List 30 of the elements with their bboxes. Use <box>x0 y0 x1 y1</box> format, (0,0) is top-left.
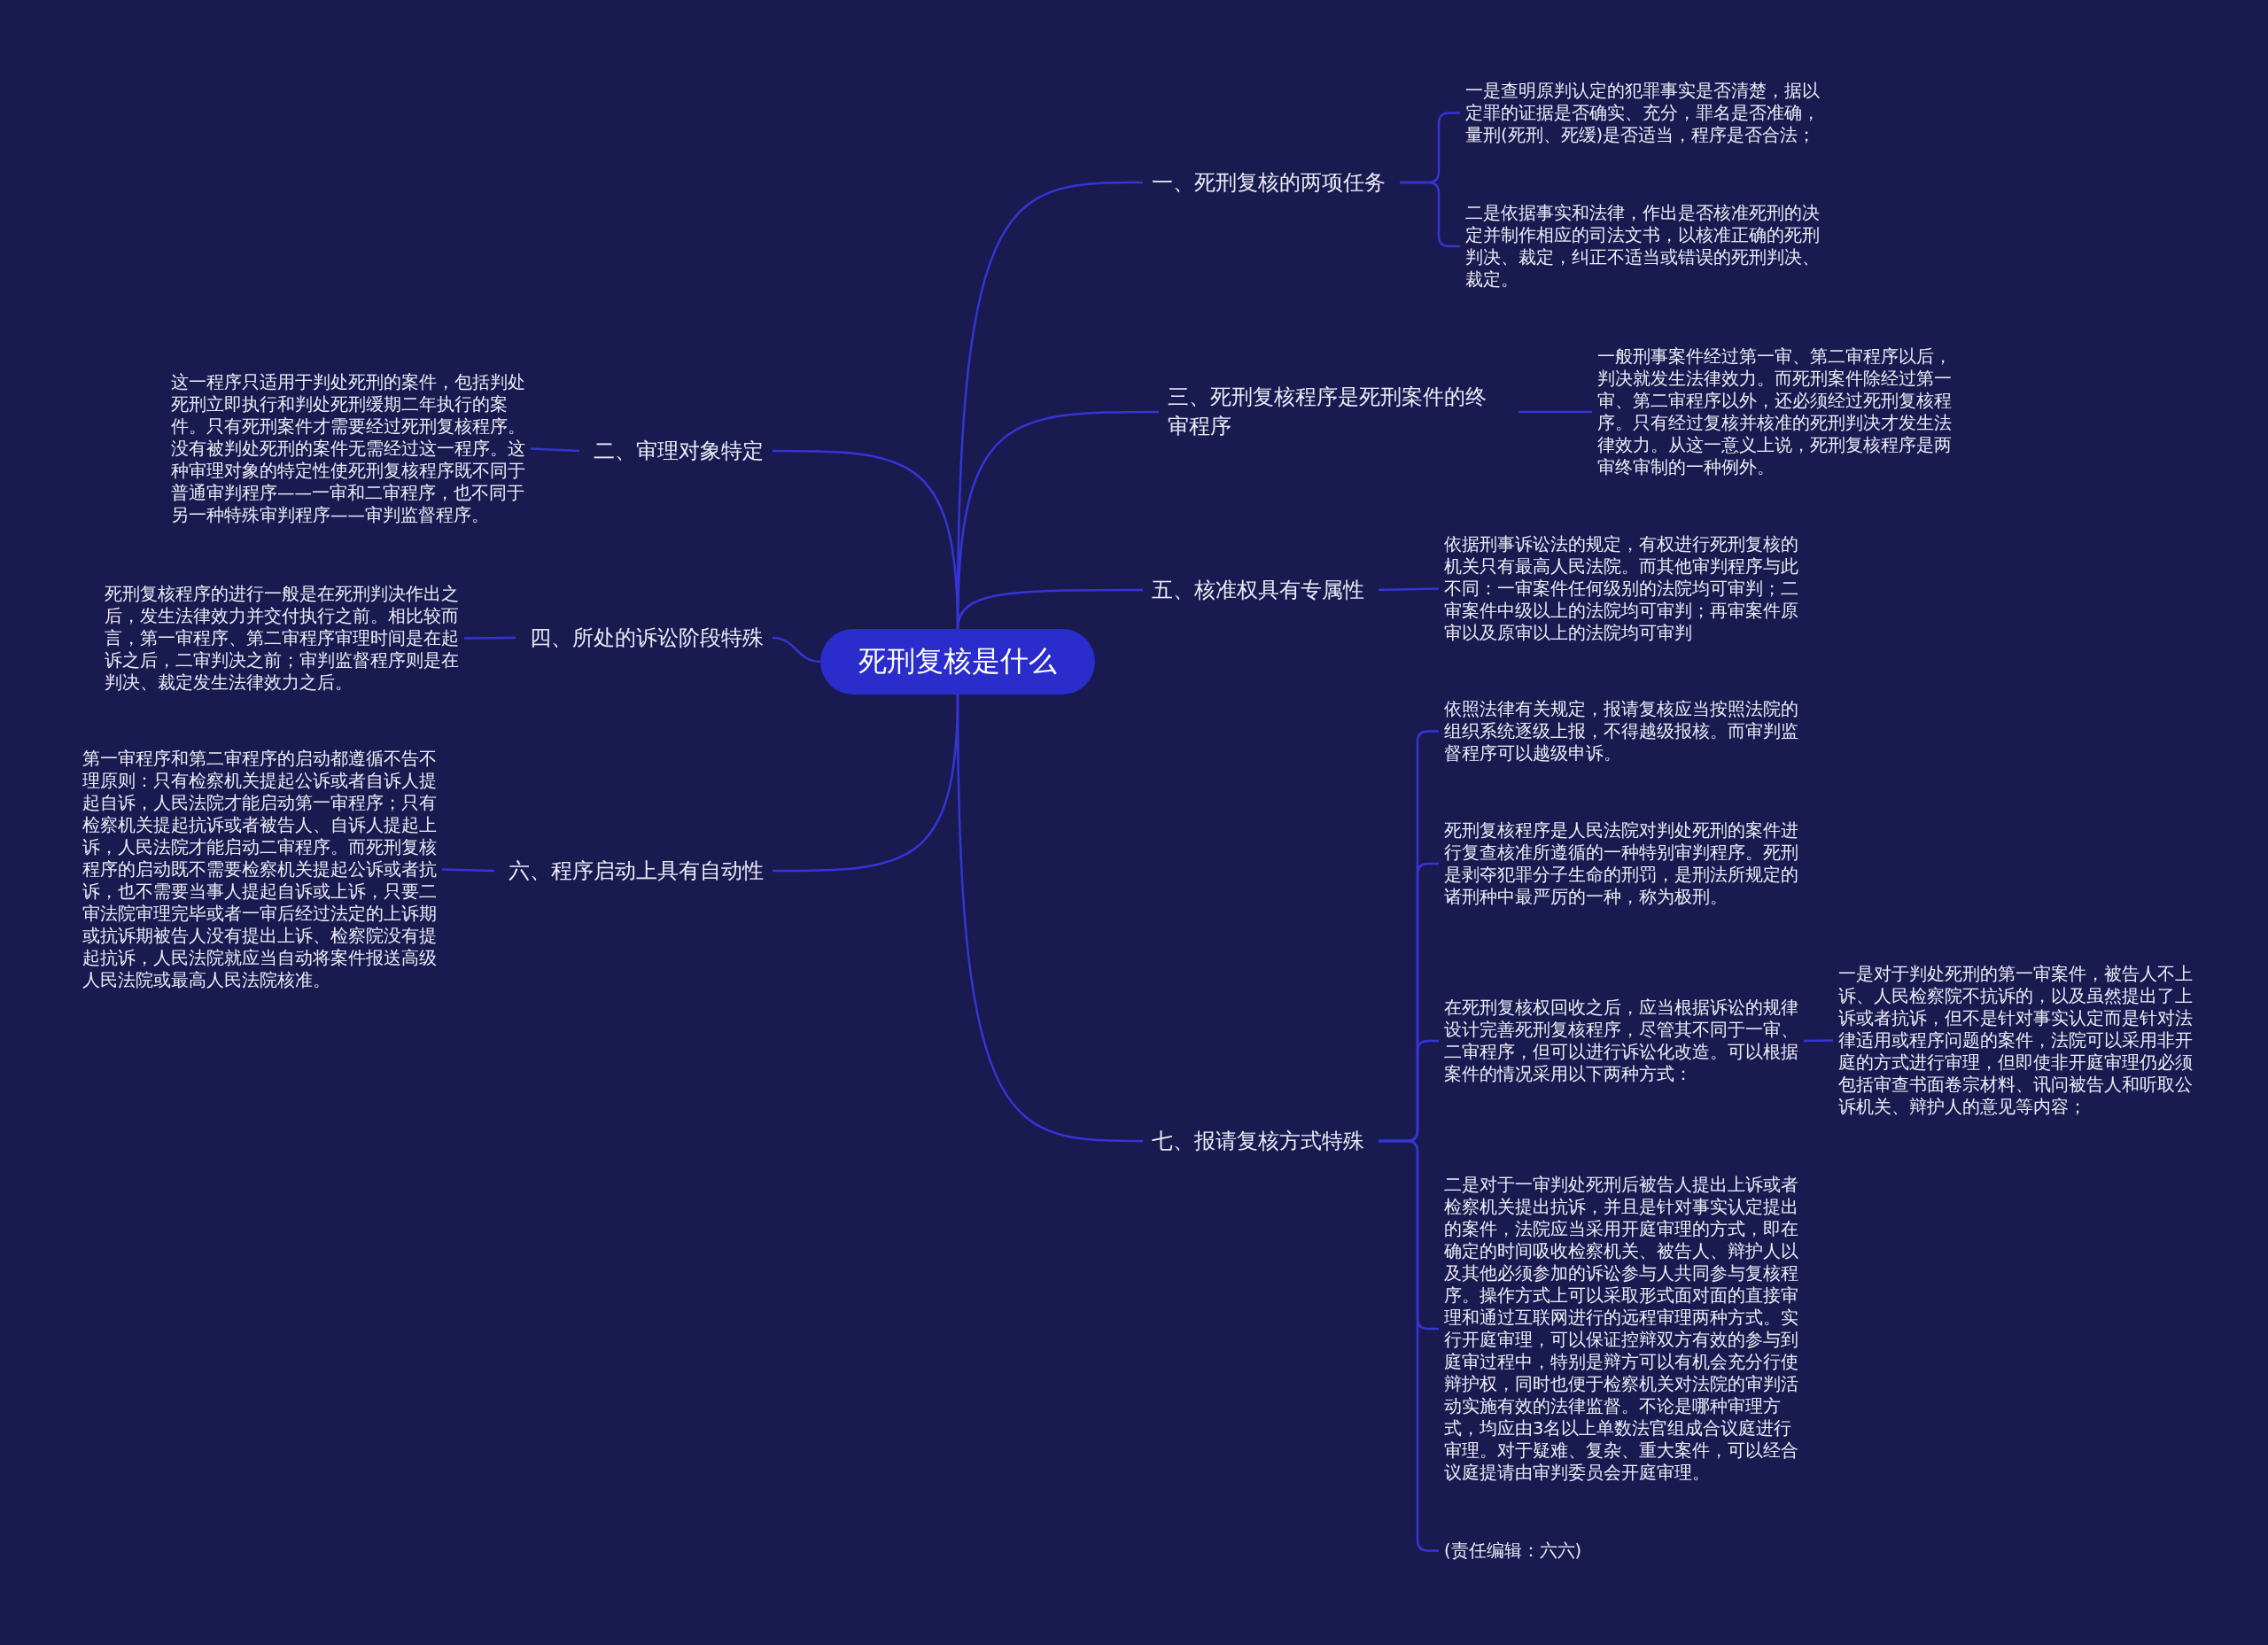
note-text: 死刑复核程序的进行一般是在死刑判决作出之后，发生法律效力并交付执行之前。相比较而言，第一审程序、第二审程序审理时间是在起诉之后，二审判决之前；审判监督程序则是在判决、裁定发生法律效力之后。 <box>105 583 459 694</box>
connector-line <box>441 868 495 873</box>
branch-topic: 二、审理对象特定 <box>585 436 773 466</box>
central-topic: 死刑复核是什么 <box>820 629 1095 694</box>
note-text: 二是依据事实和法律，作出是否核准死刑的决定并制作相应的司法文书，以核准正确的死刑判决、裁定，纠正不适当或错误的死刑判决、裁定。 <box>1465 202 1820 291</box>
connector-line <box>1518 410 1592 414</box>
note-text: 第一审程序和第二审程序的启动都遵循不告不理原则：只有检察机关提起公诉或者自诉人提起自诉，人民法院才能启动第一审程序；只有检察机关提起抗诉或者被告人、自诉人提起上诉，人民法院才能启动二审程序。而死刑复核程序的启动既不需要检察机关提起公诉或者抗诉，也不需要当事人提起自诉或上诉，只要二审法院审理完毕或者一审后经过法定的上诉期或抗诉期被告人没有提出上诉、检察院没有提起抗诉，人民法院就应当自动将案件报送高级人民法院或最高人民法院核准。 <box>82 748 437 991</box>
connector-line <box>773 449 959 630</box>
note-text: 一是对于判处死刑的第一审案件，被告人不上诉、人民检察院不抗诉的，以及虽然提出了上诉或者抗诉，但不是针对事实认定而是针对法律适用或程序问题的案件，法院可以采用非开庭的方式进行审理，但即使非开庭审理仍必须包括审查书面卷宗材料、讯问被告人和听取公诉机关、辩护人的意见等内容； <box>1838 963 2193 1118</box>
branch-topic: 六、程序启动上具有自动性 <box>500 856 773 886</box>
connector-line <box>530 447 580 453</box>
connector-line <box>773 694 959 873</box>
note-text: 依照法律有关规定，报请复核应当按照法院的组织系统逐级上报，不得越级报核。而审判监督程序可以越级申诉。 <box>1444 698 1798 764</box>
connector-line <box>772 636 821 663</box>
branch-topic: 一、死刑复核的两项任务 <box>1143 167 1394 198</box>
note-text: 这一程序只适用于判处死刑的案件，包括判处死刑立即执行和判处死刑缓期二年执行的案件。只有死刑案件才需要经过死刑复核程序。没有被判处死刑的案件无需经过这一程序。这种审理对象的特定性使死刑复核程序既不同于普通审判程序——一审和二审程序，也不同于另一种特殊审判程序——审判监督程序。 <box>171 371 525 526</box>
connector-line <box>464 636 516 640</box>
branch-topic: 五、核准权具有专属性 <box>1143 575 1373 605</box>
note-text: 一般刑事案件经过第一审、第二审程序以后，判决就发生法律效力。而死刑案件除经过第一审、第二审程序以外，还必须经过死刑复核程序。只有经过复核并核准的死刑判决才发生法律效力。从这一意义上说，死刑复核程序是两审终审制的一种例外。 <box>1597 345 1952 478</box>
branch-topic: 四、所处的诉讼阶段特殊 <box>521 623 773 653</box>
connector-line <box>1378 587 1440 592</box>
note-text: 二是对于一审判处死刑后被告人提出上诉或者检察机关提出抗诉，并且是针对事实认定提出的案件，法院应当采用开庭审理的方式，即在确定的时间吸收检察机关、被告人、辩护人以及其他必须参加的诉讼参与人共同参与复核程序。操作方式上可以采取形式面对面的直接审理和通过互联网进行的远程审理两种方式。实行开庭审理，可以保证控辩双方有效的参与到庭审过程中，特别是辩方可以有机会充分行使辩护权，同时也便于检察机关对法院的审判活动实施有效的法律监督。不论是哪种审理方式，均应由3名以上单数法官组成合议庭进行审理。对于疑难、复杂、重大案件，可以经合议庭提请由审判委员会开庭审理。 <box>1444 1174 1798 1484</box>
note-text: 在死刑复核权回收之后，应当根据诉讼的规律设计完善死刑复核程序，尽管其不同于一审、二审程序，但可以进行诉讼化改造。可以根据案件的情况采用以下两种方式： <box>1444 997 1798 1085</box>
note-text: 一是查明原判认定的犯罪事实是否清楚，据以定罪的证据是否确实、充分，罪名是否准确，量刑(死刑、死缓)是否适当，程序是否合法； <box>1465 80 1820 146</box>
note-text: (责任编辑：六六) <box>1444 1540 1798 1562</box>
note-text: 依据刑事诉讼法的规定，有权进行死刑复核的机关只有最高人民法院。而其他审判程序与此不同：一审案件任何级别的法院均可审判；二审案件中级以上的法院均可审判；再审案件原审以及原审以上的法院均可审判 <box>1444 533 1798 644</box>
branch-topic: 七、报请复核方式特殊 <box>1143 1126 1373 1156</box>
connector-line <box>1804 1039 1833 1043</box>
note-text: 死刑复核程序是人民法院对判处死刑的案件进行复查核准所遵循的一种特别审判程序。死刑是剥夺犯罪分子生命的刑罚，是刑法所规定的诸刑种中最严厉的一种，称为极刑。 <box>1444 819 1798 908</box>
branch-topic: 三、死刑复核程序是死刑案件的终审程序 <box>1159 383 1513 441</box>
